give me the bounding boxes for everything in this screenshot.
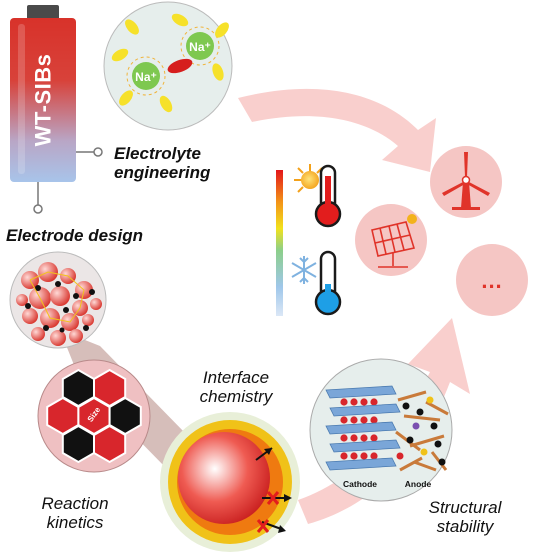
particle — [50, 330, 66, 346]
cathode-layer — [325, 421, 397, 435]
electrode-particles-circle — [9, 251, 107, 349]
structural-stability-label: Structural stability — [428, 498, 502, 537]
anode-particle — [416, 408, 424, 416]
particle — [90, 298, 102, 310]
black-particle — [83, 325, 89, 331]
sodium-ion — [350, 452, 358, 460]
anode-particle — [402, 402, 410, 410]
black-particle — [25, 303, 31, 309]
anode-rod — [409, 434, 445, 448]
curved-arrow-from-mechanisms — [298, 318, 470, 524]
anode-particle — [438, 458, 446, 466]
wind-turbine-icon — [442, 152, 490, 210]
anode-particle — [396, 452, 404, 460]
anode-particle — [426, 396, 434, 404]
sodium-ion — [340, 452, 348, 460]
sodium-ion — [360, 398, 368, 406]
curved-arrow-to-applications — [238, 88, 436, 172]
temperature-gradient-bar — [276, 170, 283, 316]
interface-chemistry-label: Interface chemistry — [199, 368, 273, 407]
sodium-ion — [370, 416, 378, 424]
cold-thermometer-icon — [314, 250, 342, 316]
anode-particle — [406, 436, 414, 444]
sodium-ion — [370, 398, 378, 406]
cathode-layer — [329, 439, 401, 453]
sun-icon — [294, 164, 323, 193]
battery-connectors — [33, 147, 103, 214]
structure-cathode-label: Cathode — [343, 479, 377, 489]
conductive-network — [29, 271, 85, 323]
sodium-ion — [340, 416, 348, 424]
black-particle — [59, 327, 65, 333]
anode-rod — [399, 456, 423, 472]
sodium-ion — [360, 452, 368, 460]
more-applications-circle — [456, 244, 528, 316]
anode-rod — [425, 400, 449, 416]
sodium-ion — [370, 452, 378, 460]
sodium-ion — [350, 416, 358, 424]
solar-panel-icon — [371, 214, 417, 268]
na-ion-label-2: Na⁺ — [135, 70, 157, 84]
sodium-ion — [340, 398, 348, 406]
electrolyte-engineering-label: Electrolyte engineering — [114, 144, 211, 183]
anode-rod — [397, 390, 427, 402]
anode-particle — [412, 422, 420, 430]
hexagon — [93, 424, 127, 464]
anode-rod — [403, 414, 441, 422]
structure-circle — [309, 358, 453, 502]
black-particle — [55, 281, 61, 287]
sodium-ion — [350, 398, 358, 406]
black-particle — [35, 285, 41, 291]
particle — [82, 314, 94, 326]
black-particle — [89, 289, 95, 295]
anode-rod — [413, 460, 437, 472]
electrolyte-circle — [103, 1, 233, 131]
size-hexagon-circle — [37, 359, 151, 473]
hexagon — [61, 424, 95, 464]
particle — [16, 294, 28, 306]
sodium-ion — [360, 416, 368, 424]
reaction-kinetics-label: Reaction kinetics — [41, 494, 109, 533]
black-particle — [63, 307, 69, 313]
anode-particle — [430, 422, 438, 430]
cathode-layer — [329, 403, 401, 417]
battery-icon — [10, 5, 76, 182]
hot-thermometer-icon — [314, 164, 342, 228]
particle — [69, 329, 83, 343]
interface-circle — [160, 412, 300, 552]
structure-anode-label: Anode — [405, 479, 432, 489]
anode-particle — [434, 440, 442, 448]
cathode-layer — [325, 385, 397, 399]
snowflake-icon — [291, 256, 317, 284]
na-ion-label-1: Na⁺ — [189, 40, 211, 54]
particle — [50, 286, 70, 306]
cathode-layer — [325, 457, 397, 471]
anode-particle — [420, 448, 428, 456]
sodium-ion — [360, 434, 368, 442]
black-particle — [43, 325, 49, 331]
battery-label: WT-SIBs — [30, 53, 56, 147]
more-applications-ellipsis: ... — [481, 268, 503, 293]
particle — [22, 308, 38, 324]
black-particle — [73, 293, 79, 299]
sodium-ion — [350, 434, 358, 442]
sodium-ion — [340, 434, 348, 442]
sodium-ion — [370, 434, 378, 442]
particle — [31, 327, 45, 341]
electrode-design-label: Electrode design — [6, 226, 143, 245]
